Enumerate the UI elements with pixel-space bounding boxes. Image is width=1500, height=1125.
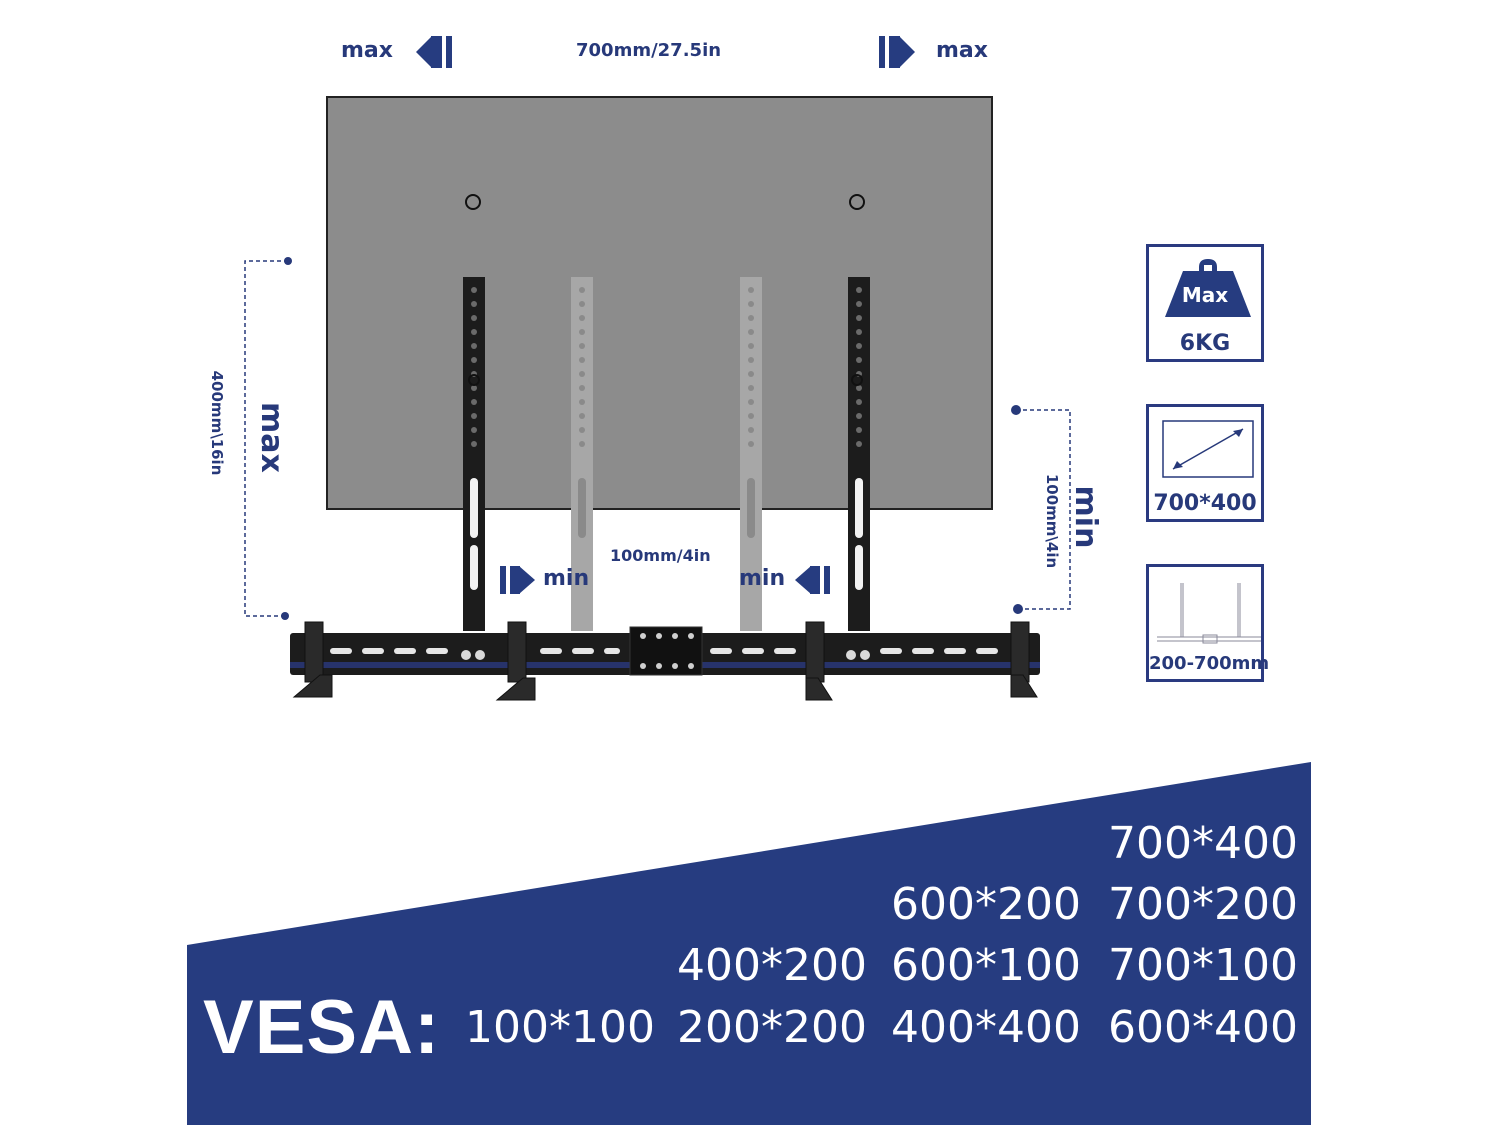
soundbar-shelf-bar [290,626,1040,676]
top-right-max-label: max [936,38,988,63]
tv-panel [326,96,993,510]
mount-diagram [244,36,1071,701]
left-max-label: max [254,402,289,473]
arrow-left-icon [416,36,452,68]
shelf-clamp [292,621,1038,701]
vesa-size-item: 400*200 [677,940,867,991]
arrow-left-icon [795,566,830,594]
weight-badge-text: Max [1181,283,1229,307]
weight-value: 6KG [1179,331,1231,356]
vesa-title: VESA: [203,985,441,1070]
vesa-size-item: 700*100 [1108,940,1298,991]
dimension-line-left [244,260,288,617]
diagonal-size-icon [1162,420,1254,478]
bracket-arm [463,277,870,631]
bracket-range-value: 200-700mm [1149,653,1270,674]
vesa-size-item: 600*200 [891,879,1081,930]
bracket-arm-ghost [571,277,762,631]
weight-icon [1165,259,1251,317]
max-weight-card: Max 6KG [1146,244,1264,362]
right-height-label: 100mm\4in [1043,473,1061,569]
bottom-width-label: 100mm/4in [610,546,711,565]
bottom-right-min-label: min [739,566,786,591]
bracket-range-icon [1157,583,1261,644]
right-min-label: min [1068,485,1103,549]
vesa-size-item: 400*400 [891,1002,1081,1053]
vesa-size-item: 100*100 [465,1002,655,1053]
top-width-label: 700mm/27.5in [576,40,722,61]
vesa-size-item: 700*400 [1108,818,1298,869]
bottom-left-min-label: min [543,566,590,591]
vesa-size-item: 600*400 [1108,1002,1298,1053]
left-height-label: 400mm\16in [208,370,226,476]
vesa-size-item: 700*200 [1108,879,1298,930]
tv-mount-hole [465,194,481,210]
vesa-size-value: 700*400 [1153,491,1257,516]
arrow-right-icon [500,566,535,594]
tv-mount-hole [849,194,865,210]
vesa-size-card: 700*400 [1146,404,1264,522]
vesa-size-item: 600*100 [891,940,1081,991]
arrow-right-icon [879,36,915,68]
top-left-max-label: max [341,38,393,63]
bracket-range-card: 200-700mm [1146,564,1270,682]
vesa-size-item: 200*200 [677,1002,867,1053]
